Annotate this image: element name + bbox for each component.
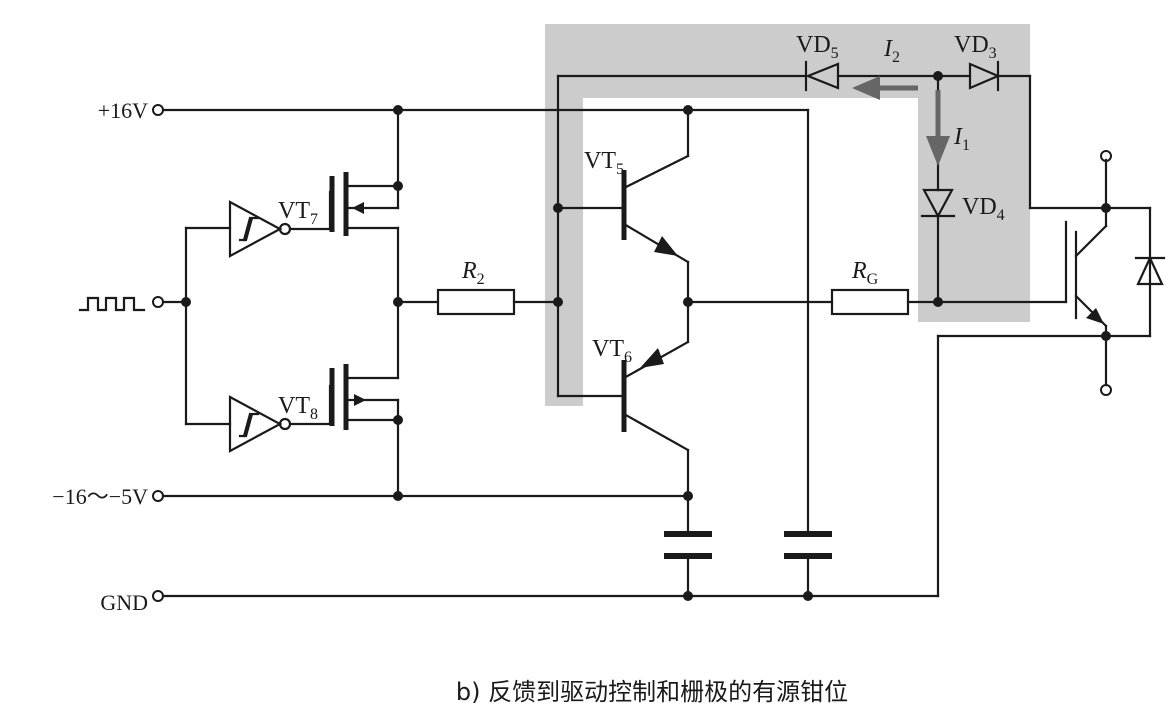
resistor-r2: [436, 288, 516, 316]
rg-label: RG: [851, 258, 879, 288]
vminus-label: −16～−5V: [52, 484, 148, 509]
r2-label: R2: [461, 258, 485, 288]
resistor-rg: [830, 288, 910, 316]
vd4-label: VD4: [962, 194, 1005, 224]
junction-dots: [181, 71, 1111, 601]
gnd-terminal: [152, 590, 164, 602]
bjt-vt6: [621, 300, 690, 498]
capacitor-1: [664, 494, 712, 598]
vt8-label: VT8: [278, 393, 318, 423]
mosfet-vt7: [329, 108, 400, 304]
emitter-terminal: [1100, 384, 1112, 396]
inverter-vt7: [228, 200, 332, 258]
vplus-terminal: [152, 104, 164, 116]
current-arrow-i1: [926, 90, 950, 166]
gnd-label: GND: [100, 590, 148, 615]
i1-label: I1: [953, 124, 970, 154]
vt7-label: VT7: [278, 198, 318, 228]
bjt-vt5: [621, 108, 690, 304]
current-arrow-i2: [852, 76, 918, 100]
vplus-label: +16V: [98, 98, 148, 123]
vminus-terminal: [152, 490, 164, 502]
figure-caption: b) 反馈到驱动控制和栅极的有源钳位: [456, 678, 848, 706]
i2-label: I2: [883, 36, 900, 66]
capacitor-2: [784, 531, 832, 598]
vt5-label: VT5: [584, 148, 624, 178]
square-wave-icon: [78, 296, 146, 312]
igbt: [1064, 158, 1166, 387]
vd3-label: VD3: [954, 32, 997, 62]
vd5-label: VD5: [796, 32, 839, 62]
pwm-input-terminal: [152, 296, 164, 308]
mosfet-vt8: [329, 300, 400, 498]
inverter-vt8: [228, 395, 332, 453]
vt6-label: VT6: [592, 336, 632, 366]
